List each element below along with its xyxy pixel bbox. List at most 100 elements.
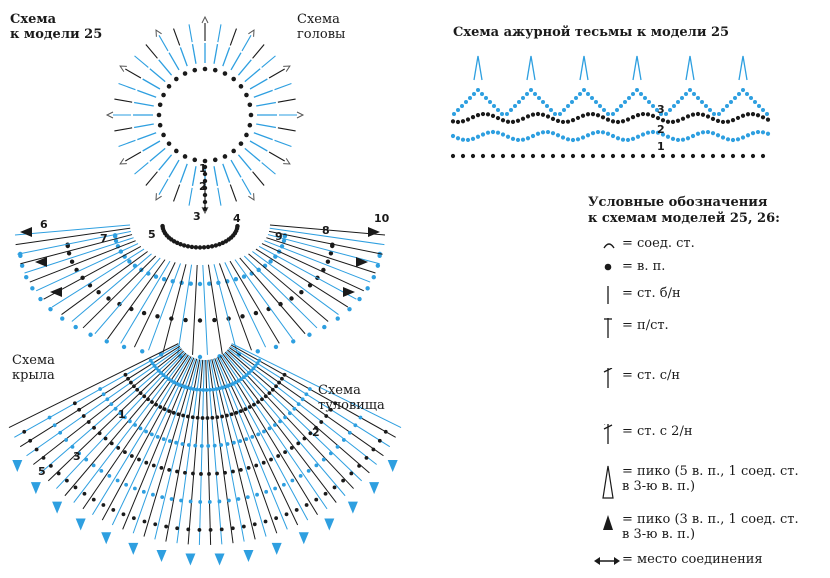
chain-stitch-dot bbox=[377, 253, 382, 258]
legend-text: = ст. б/н bbox=[622, 286, 681, 301]
stitch-line bbox=[188, 24, 193, 43]
chain-stitch-dot bbox=[202, 66, 208, 72]
chain-stitch-dot bbox=[470, 115, 476, 120]
chain-stitch-dot bbox=[109, 441, 114, 446]
chain-stitch-dot bbox=[296, 402, 301, 407]
chain-stitch-dot bbox=[166, 141, 172, 146]
chain-stitch-dot bbox=[99, 468, 104, 473]
chain-stitch-dot bbox=[197, 245, 203, 250]
chain-stitch-dot bbox=[659, 112, 663, 116]
chain-stitch-dot bbox=[307, 387, 312, 391]
row-number: 2 bbox=[199, 180, 207, 193]
stitch-line bbox=[177, 264, 193, 355]
chain-stitch-dot bbox=[710, 131, 716, 136]
chain-stitch-dot bbox=[174, 440, 179, 445]
row-number: 6 bbox=[40, 218, 48, 231]
chain-stitch-dot bbox=[81, 414, 86, 418]
chain-stitch-dot bbox=[230, 382, 235, 386]
chain-stitch-dot bbox=[610, 119, 616, 124]
chain-stitch-dot bbox=[565, 137, 571, 142]
chain-stitch-dot bbox=[273, 423, 277, 427]
chain-stitch-dot bbox=[582, 88, 586, 92]
stitch-line bbox=[134, 162, 149, 175]
head-scheme-diagram: 123 bbox=[105, 15, 305, 223]
chain-stitch-dot bbox=[267, 391, 272, 396]
chain-stitch-dot bbox=[183, 317, 188, 323]
chain-stitch-dot bbox=[255, 349, 260, 354]
stitch-line bbox=[191, 43, 197, 64]
chain-stitch-dot bbox=[630, 153, 636, 159]
chain-stitch-dot bbox=[645, 112, 651, 117]
chain-stitch-dot bbox=[670, 119, 676, 125]
picot-mark bbox=[248, 29, 255, 37]
chain-stitch-dot bbox=[123, 450, 127, 455]
stitch-line bbox=[244, 147, 261, 162]
chain-stitch-dot bbox=[84, 457, 89, 462]
chain-stitch-dot bbox=[560, 153, 566, 159]
chain-stitch-dot bbox=[371, 274, 376, 280]
chain-stitch-dot bbox=[213, 243, 219, 248]
picot-mark bbox=[283, 158, 291, 165]
chain-stitch-dot bbox=[212, 157, 218, 163]
legend-item-chain-stitch: = в. п. bbox=[600, 259, 665, 279]
chain-stitch-dot bbox=[735, 137, 741, 142]
chain-stitch-dot bbox=[118, 411, 123, 416]
chain-stitch-dot bbox=[186, 527, 191, 532]
chain-stitch-dot bbox=[510, 136, 516, 141]
chain-stitch-dot bbox=[133, 423, 137, 427]
chain-stitch-dot bbox=[452, 112, 456, 116]
chain-stitch-dot bbox=[330, 243, 335, 249]
chain-stitch-dot bbox=[212, 317, 217, 323]
chain-stitch-dot bbox=[287, 411, 292, 416]
picot-mark bbox=[185, 553, 196, 566]
chain-stitch-dot bbox=[175, 526, 180, 531]
chain-stitch-dot bbox=[56, 471, 61, 476]
stitch-line bbox=[237, 154, 252, 171]
chain-stitch-dot bbox=[725, 137, 731, 142]
chain-stitch-dot bbox=[704, 104, 708, 108]
chain-stitch-dot bbox=[692, 92, 696, 96]
chain-stitch-dot bbox=[270, 387, 275, 392]
chain-stitch-dot bbox=[222, 71, 228, 76]
stitch-line bbox=[168, 159, 180, 178]
chain-stitch-dot bbox=[175, 240, 180, 246]
chain-stitch-dot bbox=[308, 431, 313, 436]
chain-stitch-dot bbox=[207, 281, 212, 286]
picot-mark bbox=[271, 542, 282, 555]
chain-stitch-dot bbox=[558, 112, 562, 116]
chain-stitch-dot bbox=[115, 478, 120, 483]
chain-stitch-dot bbox=[131, 516, 136, 521]
stitch-line bbox=[252, 44, 265, 59]
picot-5-icon bbox=[602, 465, 614, 499]
legend-text: = пико (3 в. п., 1 соед. ст. в 3-ю в. п.… bbox=[622, 512, 799, 542]
chain-stitch-dot bbox=[157, 122, 163, 128]
picot-mark bbox=[101, 532, 112, 545]
picot-mark bbox=[155, 193, 162, 201]
chain-stitch-dot bbox=[229, 412, 234, 417]
chain-stitch-dot bbox=[236, 378, 241, 383]
picot-mark bbox=[105, 111, 114, 119]
chain-stitch-dot bbox=[158, 405, 163, 409]
chain-stitch-dot bbox=[600, 130, 606, 135]
chain-stitch-dot bbox=[332, 485, 337, 490]
legend-text: = пико (5 в. п., 1 соед. ст. в 3-ю в. п.… bbox=[622, 464, 799, 494]
chain-stitch-dot bbox=[299, 289, 304, 295]
chain-stitch-dot bbox=[175, 382, 180, 386]
chain-stitch-dot bbox=[321, 457, 326, 462]
stitch-line bbox=[274, 139, 292, 147]
double-crochet-icon bbox=[603, 368, 613, 388]
chain-stitch-dot bbox=[570, 100, 574, 104]
chain-stitch-dot bbox=[280, 376, 284, 381]
chain-stitch-dot bbox=[510, 153, 516, 159]
chain-stitch-dot bbox=[685, 136, 691, 141]
chain-stitch-dot bbox=[267, 426, 272, 431]
chain-stitch-dot bbox=[182, 154, 188, 159]
chain-stitch-dot bbox=[28, 438, 33, 443]
chain-stitch-dot bbox=[665, 119, 671, 124]
chain-stitch-dot bbox=[260, 397, 264, 402]
chain-stitch-dot bbox=[575, 115, 581, 121]
chain-stitch-dot bbox=[755, 113, 761, 118]
stitch-line bbox=[258, 245, 357, 300]
chain-stitch-dot bbox=[574, 96, 578, 100]
chain-stitch-icon bbox=[604, 263, 612, 271]
